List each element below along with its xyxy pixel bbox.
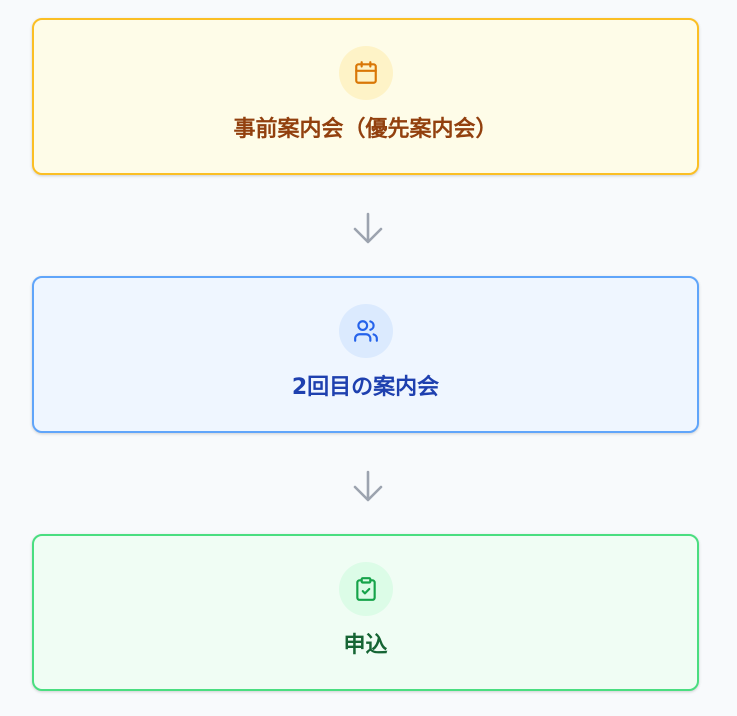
step-application: 申込 — [32, 534, 699, 691]
step-icon-badge — [338, 46, 393, 100]
arrow-down-icon — [353, 212, 383, 244]
step-label: 2回目の案内会 — [291, 375, 440, 400]
step-second-briefing: 2回目の案内会 — [32, 276, 699, 433]
clipboard-check-icon — [355, 577, 376, 601]
calendar-icon — [354, 61, 377, 84]
step-label: 申込 — [343, 633, 388, 658]
step-icon-badge — [338, 562, 393, 616]
step-pre-briefing: 事前案内会（優先案内会） — [32, 18, 699, 175]
arrow-down-icon — [353, 470, 383, 502]
step-icon-badge — [338, 304, 393, 358]
step-label: 事前案内会（優先案内会） — [233, 117, 498, 142]
users-icon — [353, 320, 378, 342]
